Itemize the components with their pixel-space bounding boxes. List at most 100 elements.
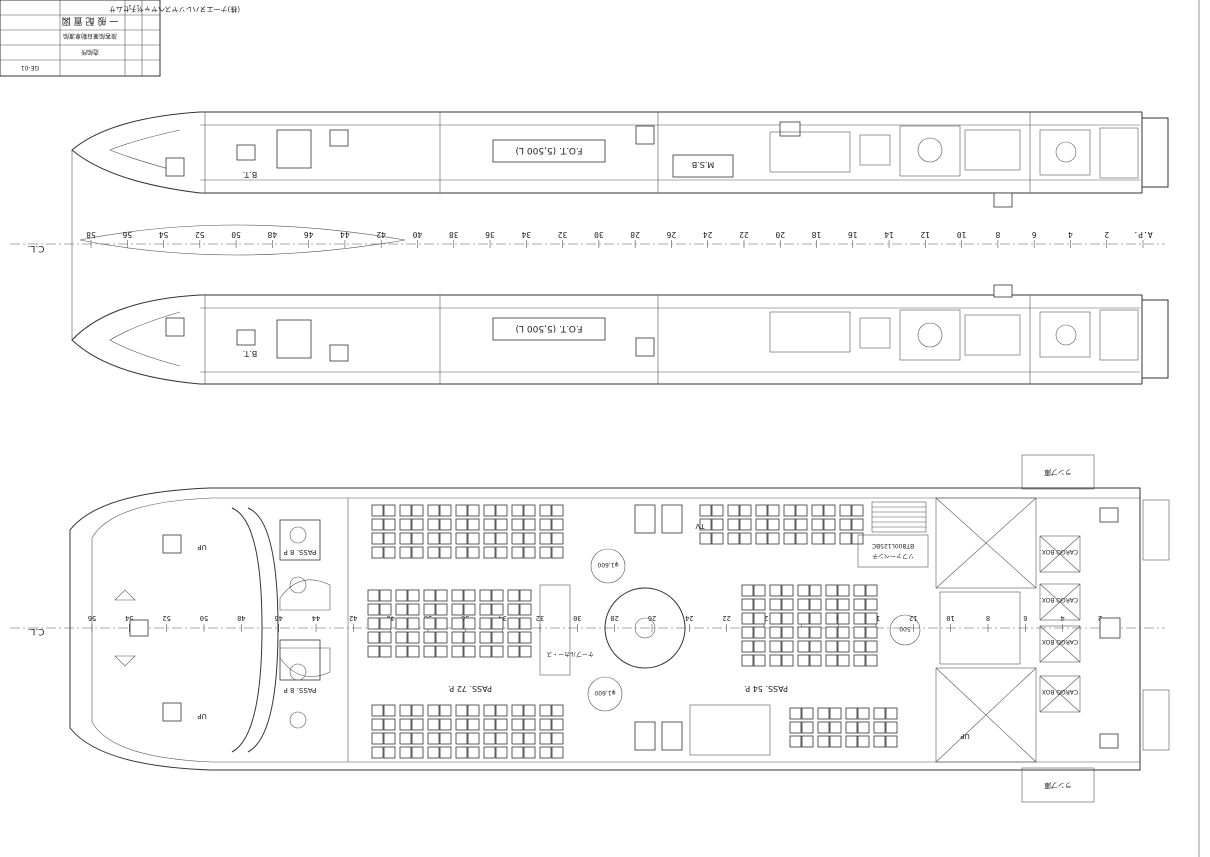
passenger-seat xyxy=(483,746,496,759)
frame-number: 22 xyxy=(739,230,749,239)
passenger-seat xyxy=(523,746,536,759)
ship-type: 旅客船兼自動車渡船 xyxy=(63,32,117,40)
passenger-seat xyxy=(817,707,830,720)
passenger-seat xyxy=(797,654,810,667)
passenger-seat xyxy=(797,612,810,625)
passenger-seat xyxy=(371,518,384,531)
passenger-seat xyxy=(781,598,794,611)
frame-number: 4 xyxy=(1068,230,1073,239)
passenger-seat xyxy=(511,718,524,731)
passenger-seat xyxy=(539,704,552,717)
cargo-box-cross xyxy=(1039,535,1081,573)
passenger-seat xyxy=(491,631,504,644)
passenger-seat xyxy=(399,532,412,545)
passenger-seat xyxy=(885,721,898,734)
frame-number: 34 xyxy=(521,230,531,239)
passenger-seat xyxy=(383,504,396,517)
passenger-seat xyxy=(837,654,850,667)
passenger-seat xyxy=(851,504,864,517)
note-box-2: ソファーベンチ xyxy=(872,552,914,559)
passenger-seat xyxy=(479,631,492,644)
up-label-top: UP xyxy=(197,543,206,551)
passenger-seat xyxy=(463,631,476,644)
passenger-seat xyxy=(845,721,858,734)
cargo-box xyxy=(1039,535,1081,573)
passenger-seat xyxy=(699,504,712,517)
frame-number: 36 xyxy=(485,230,495,239)
passenger-seat xyxy=(851,532,864,545)
passenger-seat xyxy=(823,518,836,531)
passenger-seat xyxy=(839,504,852,517)
passenger-seat xyxy=(523,732,536,745)
passenger-seat xyxy=(789,721,802,734)
passenger-seat xyxy=(711,504,724,517)
passenger-seat xyxy=(699,518,712,531)
passenger-seat xyxy=(439,746,452,759)
passenger-seat xyxy=(463,617,476,630)
passenger-seat xyxy=(741,584,754,597)
passenger-seat xyxy=(455,532,468,545)
passenger-seat xyxy=(809,584,822,597)
passenger-seat xyxy=(739,532,752,545)
frame-number: 8 xyxy=(995,230,1000,239)
main-deck-plan: C.L. 56545250484644424038363432302826242… xyxy=(10,454,1170,803)
passenger-seat xyxy=(753,612,766,625)
passenger-seat xyxy=(519,645,532,658)
drawing-title: 一 般 配 置 図 xyxy=(62,15,118,27)
passenger-seat xyxy=(551,732,564,745)
passenger-seat xyxy=(753,626,766,639)
passenger-seat xyxy=(829,721,842,734)
passenger-seat xyxy=(383,532,396,545)
passenger-seat xyxy=(507,603,520,616)
passenger-seat xyxy=(853,654,866,667)
passenger-seat xyxy=(845,735,858,748)
passenger-seat xyxy=(367,603,380,616)
frame-number: 2 xyxy=(1104,230,1109,239)
passenger-seat xyxy=(755,532,768,545)
passenger-seat xyxy=(539,504,552,517)
passenger-seat xyxy=(483,704,496,717)
passenger-seat xyxy=(823,504,836,517)
pass-8p-top: PASS. 8 P xyxy=(284,548,317,556)
passenger-seat xyxy=(427,546,440,559)
passenger-seat xyxy=(495,704,508,717)
passenger-seat xyxy=(407,631,420,644)
passenger-seat xyxy=(455,704,468,717)
passenger-seat xyxy=(539,546,552,559)
cargo-box-cross xyxy=(1039,675,1081,713)
passenger-seat xyxy=(511,732,524,745)
passenger-seat xyxy=(519,603,532,616)
title-block: 一 般 配 置 図 旅客船兼自動車渡船 造船所 GE-01 1 / 1 xyxy=(0,0,161,77)
passenger-seat xyxy=(507,617,520,630)
passenger-seat xyxy=(467,532,480,545)
passenger-seat xyxy=(783,518,796,531)
passenger-seat xyxy=(495,746,508,759)
passenger-seat xyxy=(551,518,564,531)
passenger-seat xyxy=(781,640,794,653)
passenger-seat xyxy=(423,631,436,644)
frame-number: 42 xyxy=(349,614,357,622)
pass-72p-label: PASS. 72 P. xyxy=(448,684,492,693)
up-label-bottom: UP xyxy=(197,712,206,720)
passenger-seat xyxy=(507,645,520,658)
lamp-room-bottom: ランプ庫 xyxy=(1044,781,1072,790)
passenger-seat xyxy=(411,704,424,717)
frame-number: 6 xyxy=(1023,614,1027,622)
passenger-seat xyxy=(823,532,836,545)
passenger-seat xyxy=(825,584,838,597)
frame-number: 26 xyxy=(648,614,656,622)
passenger-seat xyxy=(551,546,564,559)
passenger-seat xyxy=(371,718,384,731)
passenger-seat xyxy=(801,735,814,748)
passenger-seat xyxy=(479,645,492,658)
passenger-seat xyxy=(399,746,412,759)
passenger-seat xyxy=(511,532,524,545)
passenger-seat xyxy=(367,631,380,644)
passenger-seat xyxy=(495,546,508,559)
passenger-seat xyxy=(797,626,810,639)
passenger-seat xyxy=(439,732,452,745)
passenger-seat xyxy=(383,518,396,531)
cargo-box xyxy=(1039,583,1081,621)
passenger-seat xyxy=(739,518,752,531)
frame-number: 48 xyxy=(237,614,245,622)
